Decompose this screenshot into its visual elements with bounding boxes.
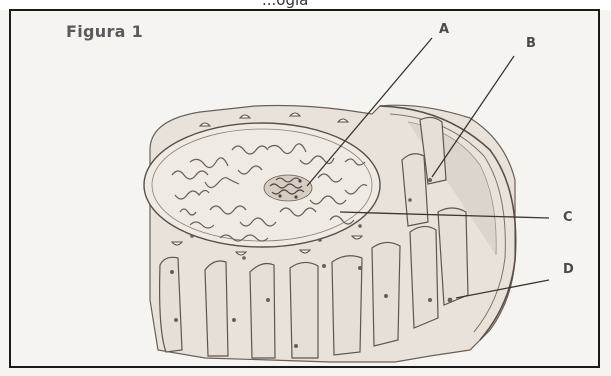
figure-title: Figura 1: [66, 22, 143, 41]
label-a: A: [439, 22, 449, 37]
label-c: C: [563, 210, 573, 225]
label-b: B: [526, 36, 536, 51]
dna-cluster: [264, 175, 312, 201]
label-d: D: [563, 262, 574, 277]
